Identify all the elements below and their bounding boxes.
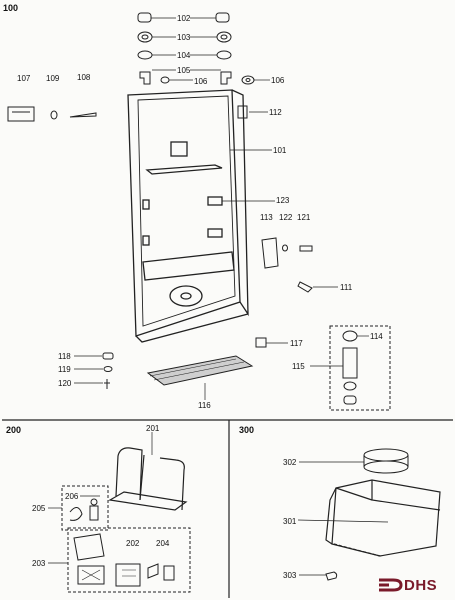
part-label-106-right: 106 <box>271 76 285 85</box>
part-label-202: 202 <box>126 539 140 548</box>
part-label-105: 105 <box>177 66 191 75</box>
fitting-102-pair <box>137 12 230 23</box>
dhs-logo: DHS <box>378 575 450 597</box>
kit-205-parts <box>69 498 99 521</box>
part-label-303: 303 <box>283 571 297 580</box>
part-label-302: 302 <box>283 458 297 467</box>
part-label-123: 123 <box>276 196 290 205</box>
part-label-114: 114 <box>370 332 383 341</box>
part-label-122: 122 <box>279 213 293 222</box>
part-107-bracket <box>7 106 35 122</box>
part-119 <box>103 366 113 372</box>
screw-121 <box>299 245 313 252</box>
part-label-102: 102 <box>177 14 191 23</box>
frame-101 <box>127 89 249 343</box>
kit-203-parts <box>73 533 175 587</box>
part-label-118: 118 <box>58 352 71 361</box>
part-label-111: 111 <box>340 283 353 292</box>
part-120 <box>104 379 110 389</box>
part-label-101: 101 <box>273 146 287 155</box>
part-label-205: 205 <box>32 504 46 513</box>
part-118 <box>102 352 114 360</box>
part-label-120: 120 <box>58 379 72 388</box>
part-label-104: 104 <box>177 51 191 60</box>
part-label-117: 117 <box>290 339 303 348</box>
clip-117 <box>255 337 267 348</box>
part-label-115: 115 <box>292 362 305 371</box>
part-label-112: 112 <box>269 108 282 117</box>
part-111 <box>297 281 313 293</box>
part-label-119: 119 <box>58 365 71 374</box>
part-label-301: 301 <box>283 517 297 526</box>
dhs-logo-mark-icon <box>379 578 403 592</box>
clip-112 <box>237 105 248 119</box>
part-label-108: 108 <box>77 73 91 82</box>
part-label-103: 103 <box>177 33 191 42</box>
screw-108 <box>69 112 97 118</box>
section-label-100: 100 <box>3 3 19 13</box>
stand-201 <box>108 447 188 511</box>
part-label-206: 206 <box>65 492 79 501</box>
part-label-203: 203 <box>32 559 46 568</box>
part-label-121: 121 <box>297 213 311 222</box>
section-label-200: 200 <box>6 425 22 435</box>
screw-303 <box>325 571 338 581</box>
bracket-113 <box>261 237 279 269</box>
section-label-300: 300 <box>239 425 255 435</box>
elbow-105-pair <box>139 71 232 85</box>
kit-203-box <box>67 527 191 593</box>
part-label-201: 201 <box>146 424 160 433</box>
cover-302 <box>363 448 409 474</box>
part-label-113: 113 <box>260 213 273 222</box>
part-label-106-left: 106 <box>194 77 208 86</box>
part-label-116: 116 <box>198 401 211 410</box>
dhs-logo-text: DHS <box>404 577 438 594</box>
part-label-107: 107 <box>17 74 31 83</box>
housing-301 <box>325 479 441 557</box>
washer-109 <box>50 110 58 120</box>
assembly-115-box <box>329 325 391 411</box>
washer-122 <box>282 244 288 252</box>
assembly-115 <box>342 330 358 405</box>
part-label-204: 204 <box>156 539 170 548</box>
part-label-109: 109 <box>46 74 60 83</box>
